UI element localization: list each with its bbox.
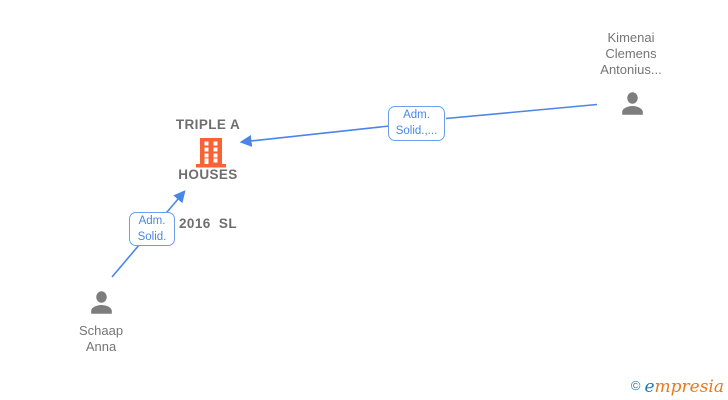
edge-label-adm-solid-bottom: Adm. Solid. [129,212,175,246]
person-name-line: Schaap [78,323,124,338]
brand-name: mpresia [654,377,725,397]
edge-label-line: Solid. [137,230,167,243]
copyright-icon: © [630,378,641,393]
company-node-name[interactable]: TRIPLE A HOUSES 2016 SL [156,84,260,266]
edge-label-adm-solid-top: Adm. Solid.,... [388,106,445,141]
person-node-schaap-name[interactable]: Schaap Anna [49,323,153,355]
company-name-line: HOUSES [178,166,238,182]
company-name-line: 2016 SL [179,216,237,231]
edge-label-line: Adm. [403,109,430,121]
person-name-line: Anna [85,339,117,354]
edge-label-line: Solid.,... [395,124,438,137]
person-icon[interactable] [616,87,649,120]
person-name-line: Kimenai [607,30,655,45]
building-icon[interactable] [195,137,227,169]
person-node-kimenai-name[interactable]: Kimenai Clemens Antonius... [579,30,683,78]
person-icon[interactable] [85,286,118,319]
edge-label-line: Adm. [138,215,166,227]
edge-label-to-company-arrow [239,125,390,147]
edge-kimenai-to-label [445,103,598,120]
empresia-watermark: ©empresia [631,377,724,397]
person-name-line: Antonius... [600,62,662,77]
company-name-line: TRIPLE A [175,117,241,132]
person-name-line: Clemens [605,46,657,61]
brand-initial: e [644,377,655,397]
